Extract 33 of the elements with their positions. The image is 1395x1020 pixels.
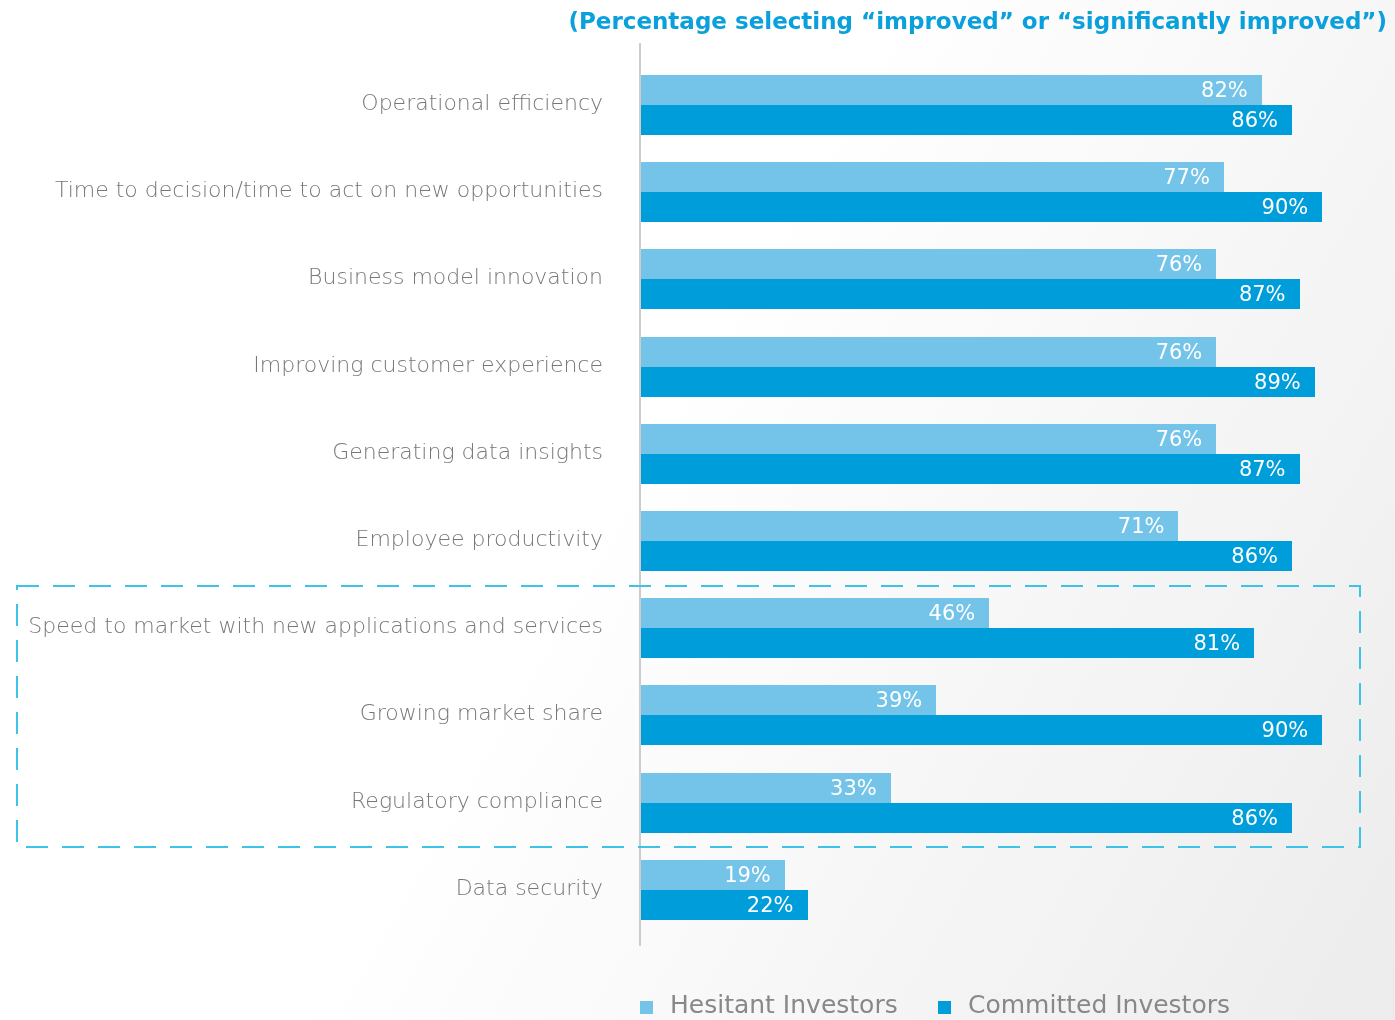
category-label: Time to decision/time to act on new opportunities [54,177,603,203]
value-label: 87% [1238,455,1286,483]
category-label: Regulatory compliance [351,787,603,813]
value-label: 82% [1201,77,1248,104]
category-label: Speed to market with new applications and services [28,613,603,639]
value-label: 86% [1231,543,1278,570]
category-label: Growing market share [359,700,603,726]
chart-title: (Percentage selecting “improved” or “significantly improved”) [568,8,1387,34]
value-label: 46% [928,600,976,628]
value-label: 77% [1163,164,1210,192]
value-label: 87% [1238,281,1286,309]
value-label: 90% [1261,717,1309,745]
category-label: Employee productivity [355,526,603,551]
value-label: 89% [1254,368,1301,396]
category-label: Data security [455,874,603,900]
value-label: 76% [1155,338,1203,366]
legend-label: Committed Investors [968,990,1231,1019]
value-label: 76% [1155,251,1203,279]
value-label: 22% [746,891,794,919]
value-label: 81% [1193,630,1241,658]
category-label: Business model innovation [308,264,603,290]
category-label: Operational efficiency [361,90,603,115]
value-label: 76% [1155,425,1203,453]
value-label: 33% [830,774,877,802]
value-label: 19% [724,861,771,889]
value-label: 86% [1231,107,1278,134]
value-label: 71% [1117,513,1165,540]
category-label: Improving customer experience [253,351,603,377]
category-label: Generating data insights [332,438,603,464]
value-label: 90% [1261,194,1309,222]
value-label: 86% [1231,804,1278,832]
value-label: 39% [875,687,923,715]
legend-label: Hesitant Investors [670,990,898,1019]
